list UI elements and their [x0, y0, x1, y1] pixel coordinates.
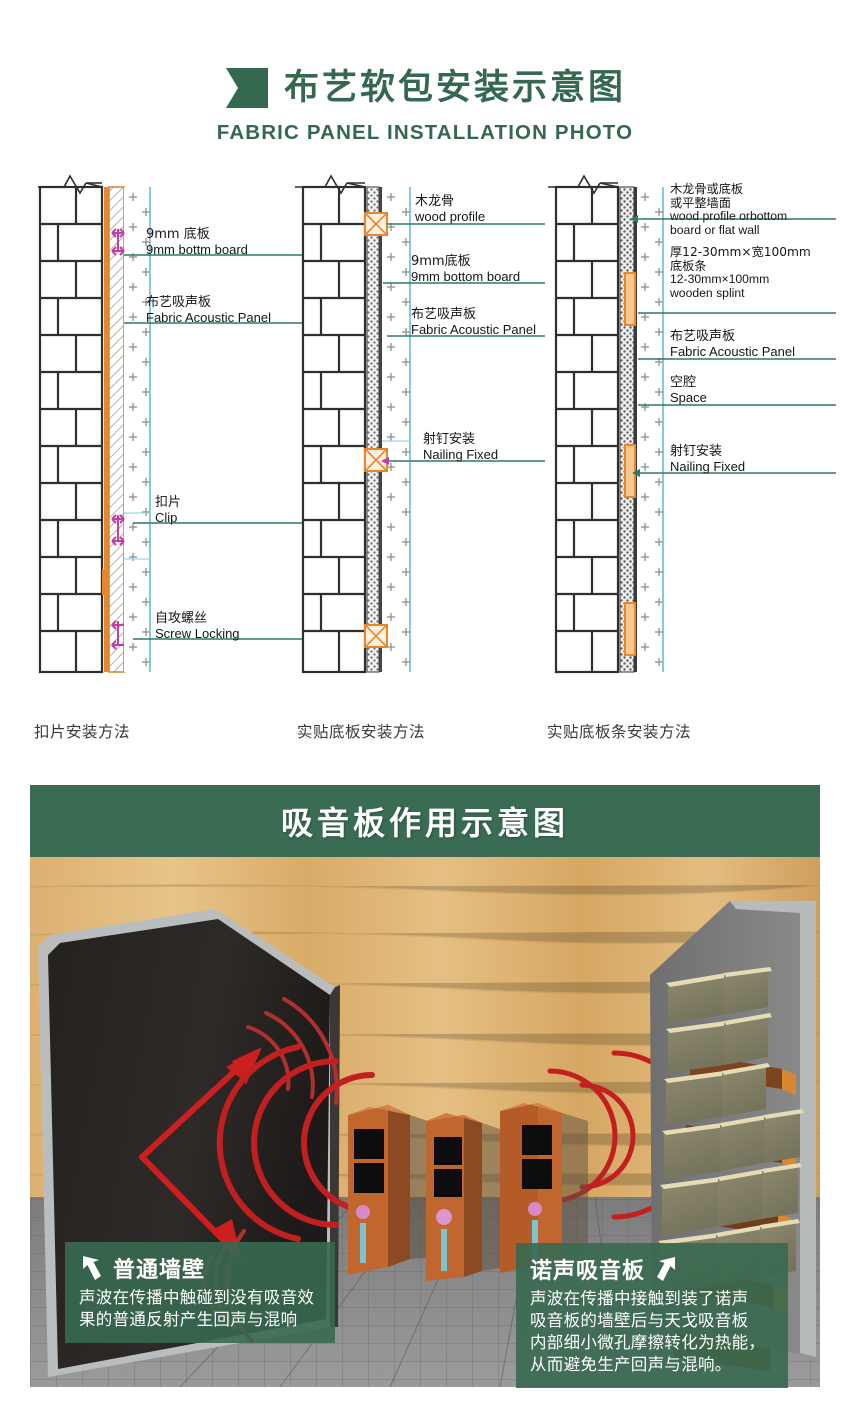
label-wooden-splint: 厚12-30mm×宽100mm 底板条 12-30mm×100mm wooden… — [670, 245, 811, 300]
callout-right-body: 声波在传播中接触到装了诺声 吸音板的墙壁后与天戈吸音板 内部细小微孔摩擦转化为热… — [530, 1288, 774, 1376]
label-space: 空腔 Space — [670, 375, 707, 405]
label-9mm-bottom-board: 9mm底板 9mm bottom board — [411, 254, 521, 284]
label-9mm-base-board: 9mm 底板 9mm bottm board — [146, 227, 248, 257]
callout-right-line-3: 内部细小微孔摩擦转化为热能， — [530, 1332, 766, 1352]
label-fabric-acoustic-panel: 布艺吸声板 Fabric Acoustic Panel — [670, 329, 796, 359]
banner-title: 吸音板作用示意图 — [280, 804, 569, 842]
callout-right-line-2: 吸音板的墙壁后与天戈吸音板 — [530, 1310, 749, 1330]
page-header: 布艺软包安装示意图 FABRIC PANEL INSTALLATION PHOT… — [0, 0, 850, 145]
label-clip: 扣片 Clip — [155, 495, 182, 525]
callout-left-heading: 普通墙壁 — [79, 1252, 321, 1284]
installation-diagrams: 9mm 底板 9mm bottm board 布艺吸声板 Fabric Acou… — [0, 173, 850, 718]
diagram-solid-base-board: 木龙骨 wood profile 9mm底板 9mm bottom board … — [295, 173, 570, 718]
diagram-clip-mounting: 9mm 底板 9mm bottm board 布艺吸声板 Fabric Acou… — [38, 173, 313, 718]
callout-right-heading: 诺声吸音板 — [530, 1253, 774, 1285]
reflection-arrow — [139, 1054, 253, 1250]
arrow-up-right-icon — [657, 1256, 676, 1281]
callout-acoustic-panel: 诺声吸音板 声波在传播中接触到装了诺声 吸音板的墙壁后与天戈吸音板 内部细小微孔… — [516, 1242, 788, 1388]
title-row: 布艺软包安装示意图 — [0, 66, 850, 110]
label-nailing-fixed: 射钉安装 Nailing Fixed — [670, 444, 746, 474]
wood-profile-marker — [364, 212, 388, 648]
diagram-solid-base-strip: 木龙骨或底板 或平整墙面 wood profile orbottom board… — [548, 173, 848, 718]
caption-solid-base-board: 实贴底板安装方法 — [297, 723, 426, 741]
label-fabric-acoustic-panel: 布艺吸声板 Fabric Acoustic Panel — [146, 295, 272, 325]
page-title-cn: 布艺软包安装示意图 — [283, 67, 626, 108]
wooden-splint-marker — [624, 272, 636, 656]
diagram-3-drawing — [548, 174, 836, 674]
callout-left-line-2: 果的普通反射产生回声与混响 — [79, 1309, 298, 1329]
chevron-stack-logo-icon — [225, 68, 268, 108]
callout-left-line-1: 声波在传播中触碰到没有吸音效 — [79, 1287, 315, 1307]
page-title-en: FABRIC PANEL INSTALLATION PHOTO — [216, 121, 634, 144]
callout-right-title: 诺声吸音板 — [530, 1258, 646, 1284]
callout-left-body: 声波在传播中触碰到没有吸音效 果的普通反射产生回声与混响 — [79, 1287, 321, 1331]
speaker-group — [348, 1103, 588, 1281]
diagram-1-drawing — [38, 174, 303, 674]
caption-clip-mounting: 扣片安装方法 — [34, 723, 131, 741]
label-wood-profile-or-flat-wall: 木龙骨或底板 或平整墙面 wood profile orbottom board… — [670, 182, 788, 237]
callout-plain-wall: 普通墙壁 声波在传播中触碰到没有吸音效 果的普通反射产生回声与混响 — [65, 1241, 335, 1343]
section-banner: 吸音板作用示意图 — [30, 785, 820, 857]
label-screw-locking: 自攻螺丝 Screw Locking — [155, 611, 240, 641]
callout-left-title: 普通墙壁 — [113, 1257, 206, 1283]
label-fabric-acoustic-panel: 布艺吸声板 Fabric Acoustic Panel — [411, 307, 537, 337]
acoustic-effect-section: 吸音板作用示意图 — [0, 785, 850, 1400]
caption-solid-base-strip: 实贴底板条安装方法 — [547, 723, 692, 741]
callout-right-line-4: 从而避免生产回声与混响。 — [530, 1354, 732, 1374]
arrow-up-left-icon — [83, 1255, 101, 1280]
diagram-2-drawing — [295, 174, 545, 674]
diagram-captions: 扣片安装方法 实贴底板安装方法 实贴底板条安装方法 — [0, 720, 850, 760]
sound-wave-center — [216, 1044, 375, 1242]
label-nailing-fixed: 射钉安装 Nailing Fixed — [423, 432, 499, 462]
callout-right-line-1: 声波在传播中接触到装了诺声 — [530, 1288, 749, 1308]
label-wood-profile: 木龙骨 wood profile — [415, 194, 486, 224]
